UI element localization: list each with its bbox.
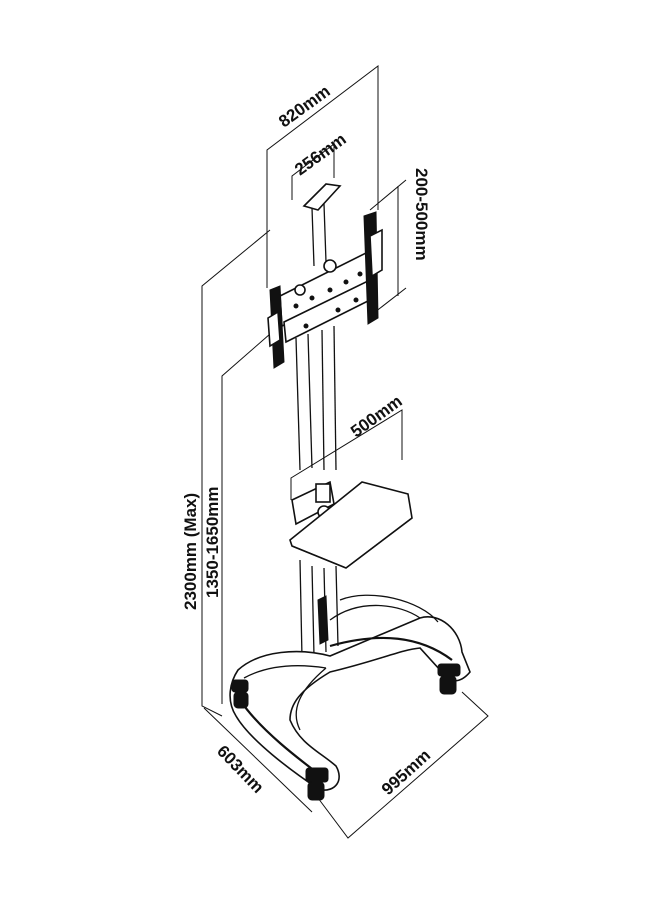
base-frame	[229, 594, 471, 801]
label-500mm: 500mm	[347, 391, 406, 441]
caster-right	[437, 663, 461, 695]
caster-left	[231, 679, 249, 709]
label-1350-1650mm: 1350-1650mm	[203, 486, 222, 598]
dimension-labels: 820mm 256mm 200-500mm 2300mm (Max) 1350-…	[181, 81, 434, 799]
vesa-mount-bracket	[267, 211, 383, 369]
caster-front	[305, 767, 329, 801]
label-2300mm-max: 2300mm (Max)	[181, 493, 200, 610]
label-200-500mm: 200-500mm	[412, 168, 431, 261]
media-shelf	[289, 481, 413, 569]
tv-stand	[229, 183, 471, 801]
dimension-lines	[201, 64, 489, 839]
label-995mm: 995mm	[378, 746, 434, 799]
label-603mm: 603mm	[213, 742, 267, 797]
camera-shelf	[302, 183, 342, 267]
upper-column	[295, 325, 337, 471]
lower-column	[299, 559, 339, 659]
label-256mm: 256mm	[291, 129, 350, 179]
